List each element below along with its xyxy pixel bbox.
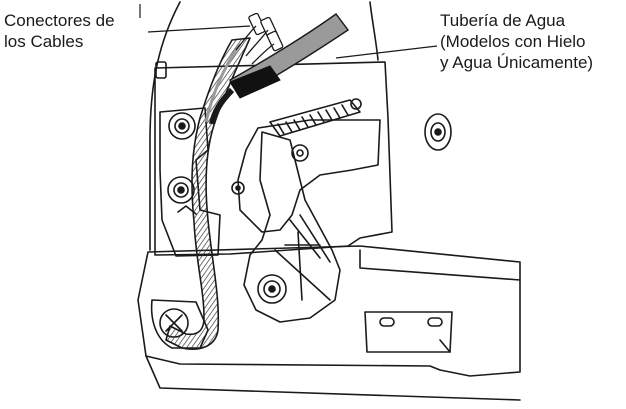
hinge-bolt-lower (167, 176, 195, 204)
hinge-pin-lower (257, 274, 287, 304)
closing-spring (269, 98, 362, 137)
door-front-edge (145, 355, 521, 401)
cabinet-top-curve (369, 1, 379, 61)
cable-bundle (165, 37, 251, 350)
water-line-label-line-2: (Modelos con Hielo (440, 32, 586, 51)
arm-pivot-upper-inner (296, 149, 304, 157)
door-handle-recess (364, 311, 453, 353)
leader-line-water-tube (335, 45, 438, 59)
arm-lattice (274, 214, 331, 301)
water-line-label-line-1: Tubería de Agua (440, 11, 566, 30)
water-line-label-line-3: y Agua Únicamente) (440, 53, 594, 72)
water-line-label: Tubería de Agua (Modelos con Hielo y Agu… (440, 10, 593, 73)
water-tube-dark-segment (229, 65, 281, 99)
hinge-arm-plate (237, 119, 381, 233)
cable-connectors (235, 12, 284, 65)
arm-bolt-center-inner (235, 185, 241, 191)
door-top-panel (137, 245, 521, 377)
arm-bolt-center (231, 181, 245, 195)
water-tube-lower (209, 87, 235, 125)
arm-pivot-upper (291, 144, 309, 162)
door-panel-inner-edge (359, 249, 521, 281)
cable-strand-light (204, 43, 242, 123)
leader-line-connectors (147, 25, 251, 33)
plate-slot-top-left (155, 61, 167, 79)
mounting-plate (154, 61, 393, 256)
hinge-arm-lower (243, 131, 341, 323)
cable-connectors-label: Conectores de los Cables (4, 10, 115, 52)
hinge-bolt-upper (168, 112, 196, 140)
cable-connectors-label-line-1: Conectores de (4, 11, 115, 30)
cable-connectors-label-line-2: los Cables (4, 32, 84, 51)
oval-mount-right (424, 113, 452, 151)
